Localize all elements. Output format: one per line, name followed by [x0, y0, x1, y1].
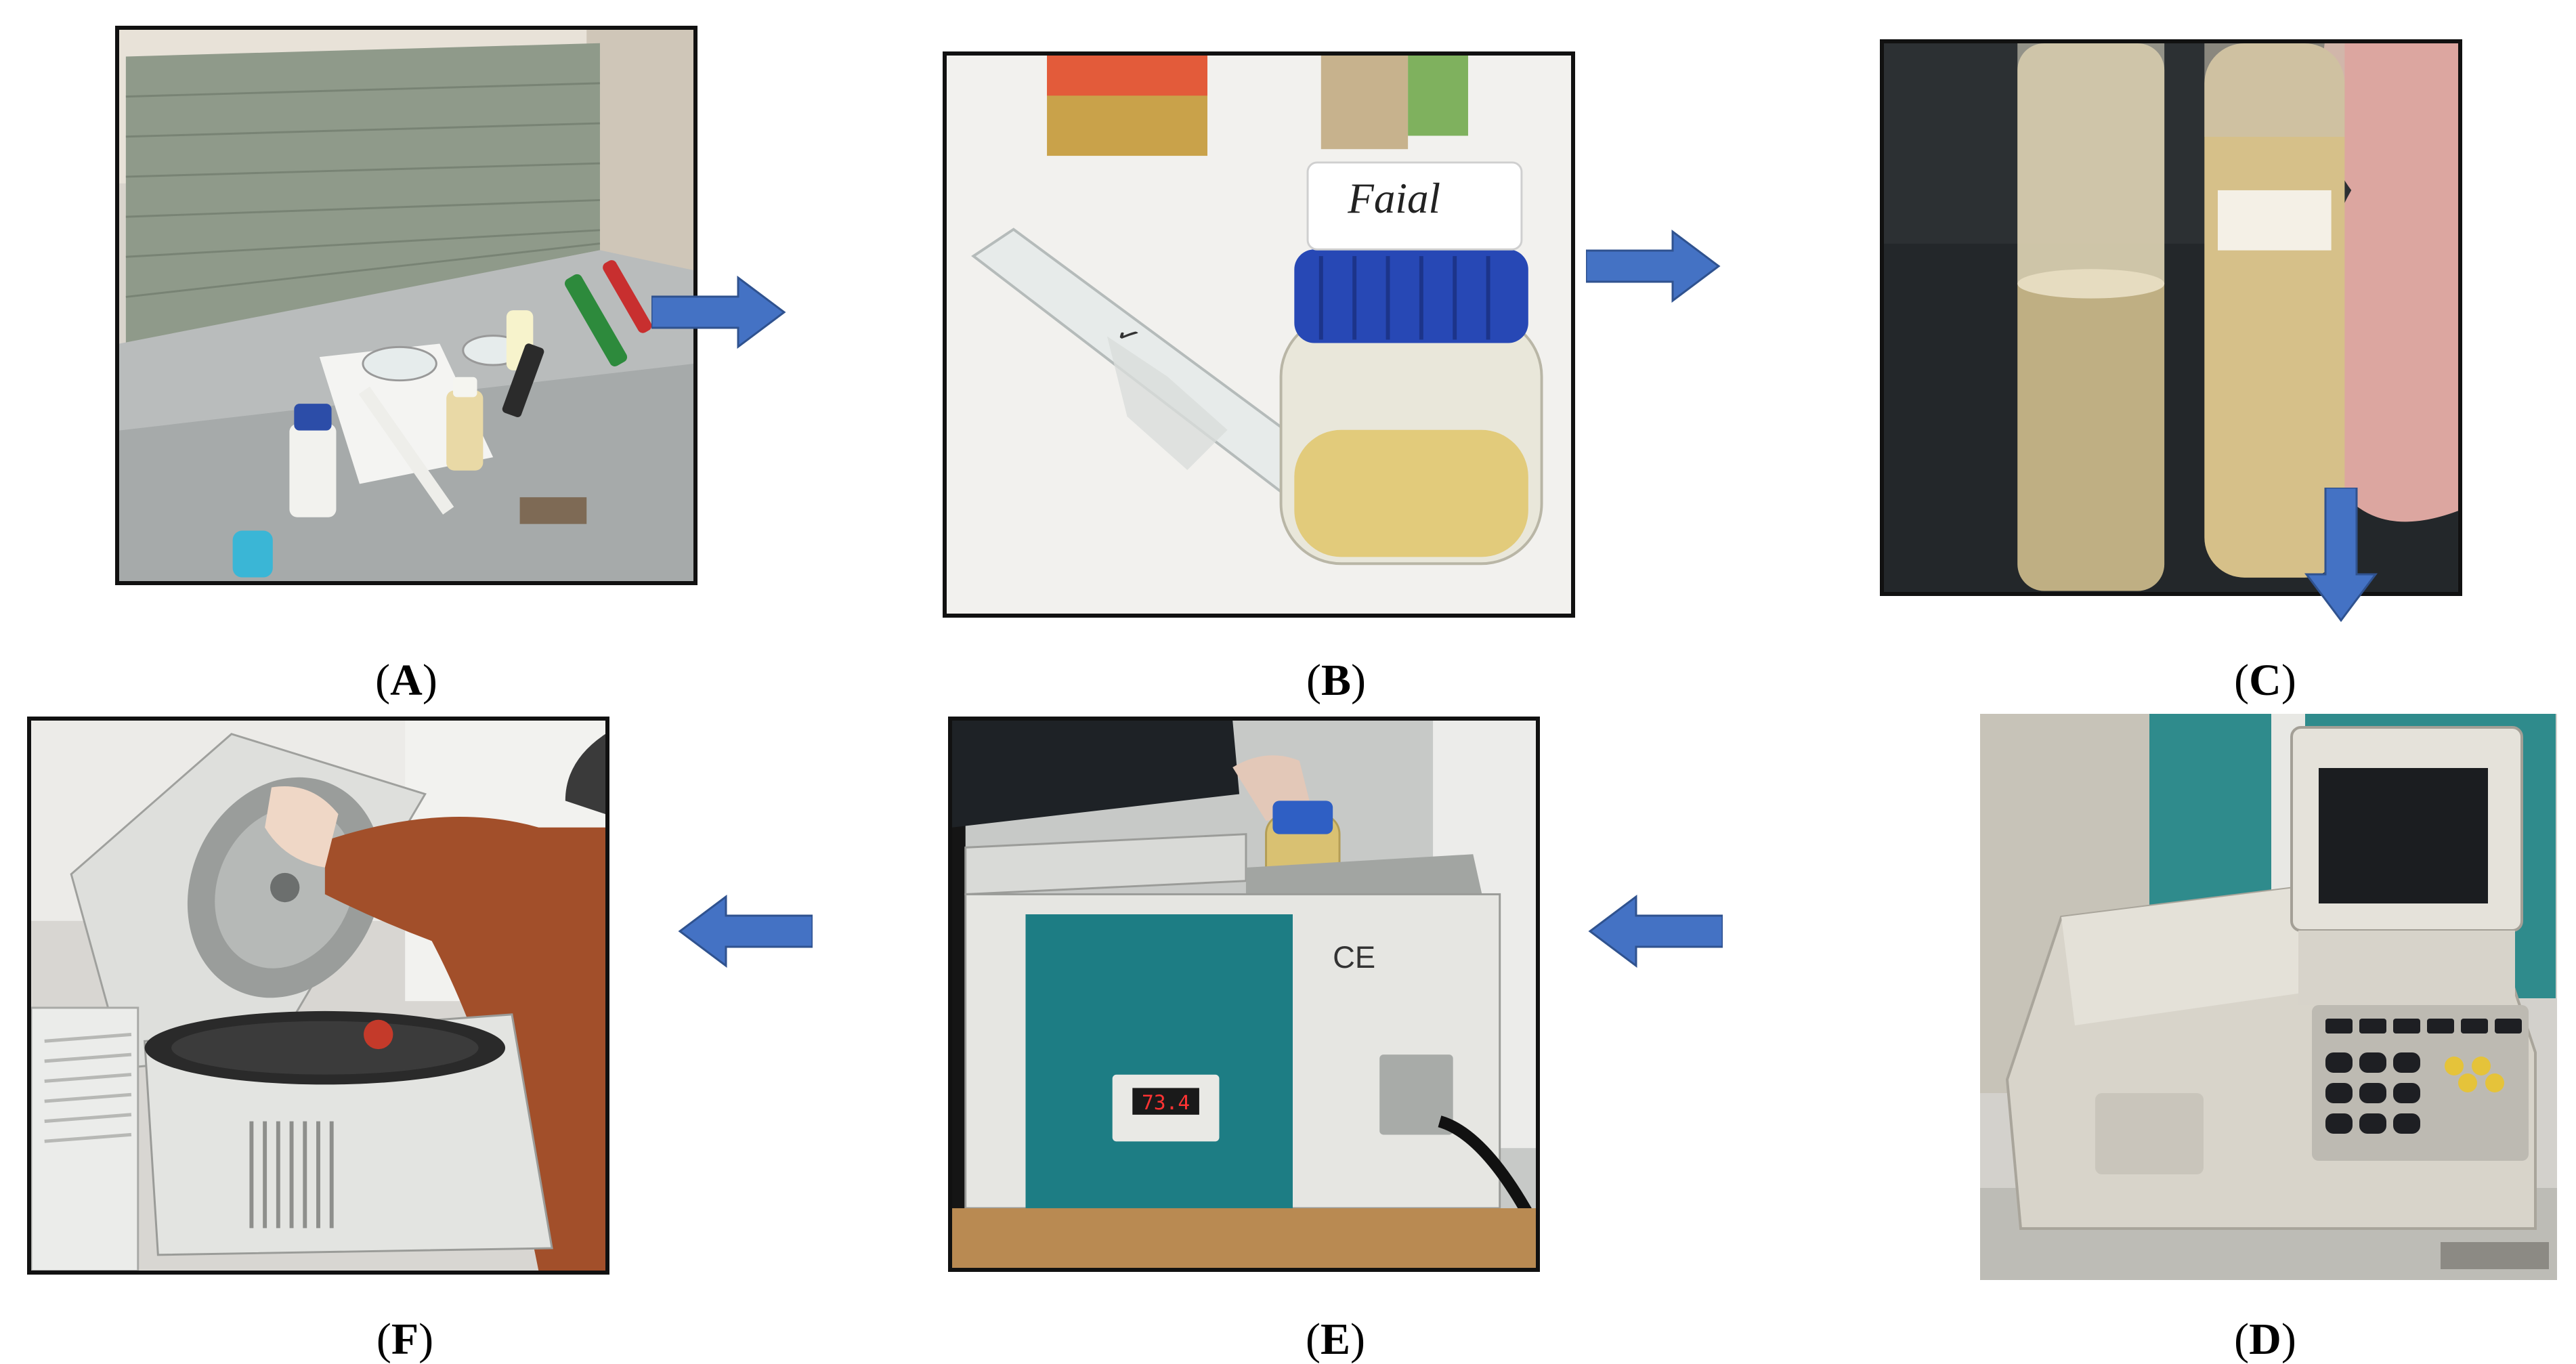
panel-b-label: (B)	[1306, 656, 1366, 705]
panel-b: ✓ Faial	[943, 51, 1575, 618]
panel-c	[1880, 39, 2462, 596]
panel-d	[1980, 714, 2557, 1280]
ce-mark: CE	[1333, 940, 1375, 975]
arrow-a-to-b	[651, 276, 786, 349]
arrow-e-to-f	[678, 895, 813, 968]
panel-a-label: (A)	[375, 656, 437, 705]
laminar-flow-hood-photo	[119, 30, 693, 581]
culture-tubes-photo	[1884, 43, 2458, 592]
panel-d-label: (D)	[2234, 1315, 2296, 1364]
panel-e: 73.4 CE	[948, 717, 1540, 1272]
sample-bottle-photo: ✓ Faial	[947, 56, 1571, 614]
arrow-c-to-d	[2304, 488, 2378, 622]
water-bath-temperature-display: 73.4	[1142, 1091, 1190, 1114]
panel-f-label: (F)	[376, 1315, 434, 1364]
centrifuge-photo	[31, 721, 605, 1271]
spectrophotometer-photo	[1980, 714, 2557, 1280]
panel-c-label: (C)	[2234, 656, 2296, 705]
panel-f	[27, 717, 609, 1275]
arrow-b-to-c	[1586, 230, 1721, 303]
bottle-tag-text: Faial	[1347, 175, 1440, 222]
panel-e-label: (E)	[1306, 1315, 1365, 1364]
arrow-d-to-e	[1588, 895, 1723, 968]
water-bath-photo: 73.4 CE	[952, 721, 1536, 1268]
panel-a	[115, 26, 697, 585]
